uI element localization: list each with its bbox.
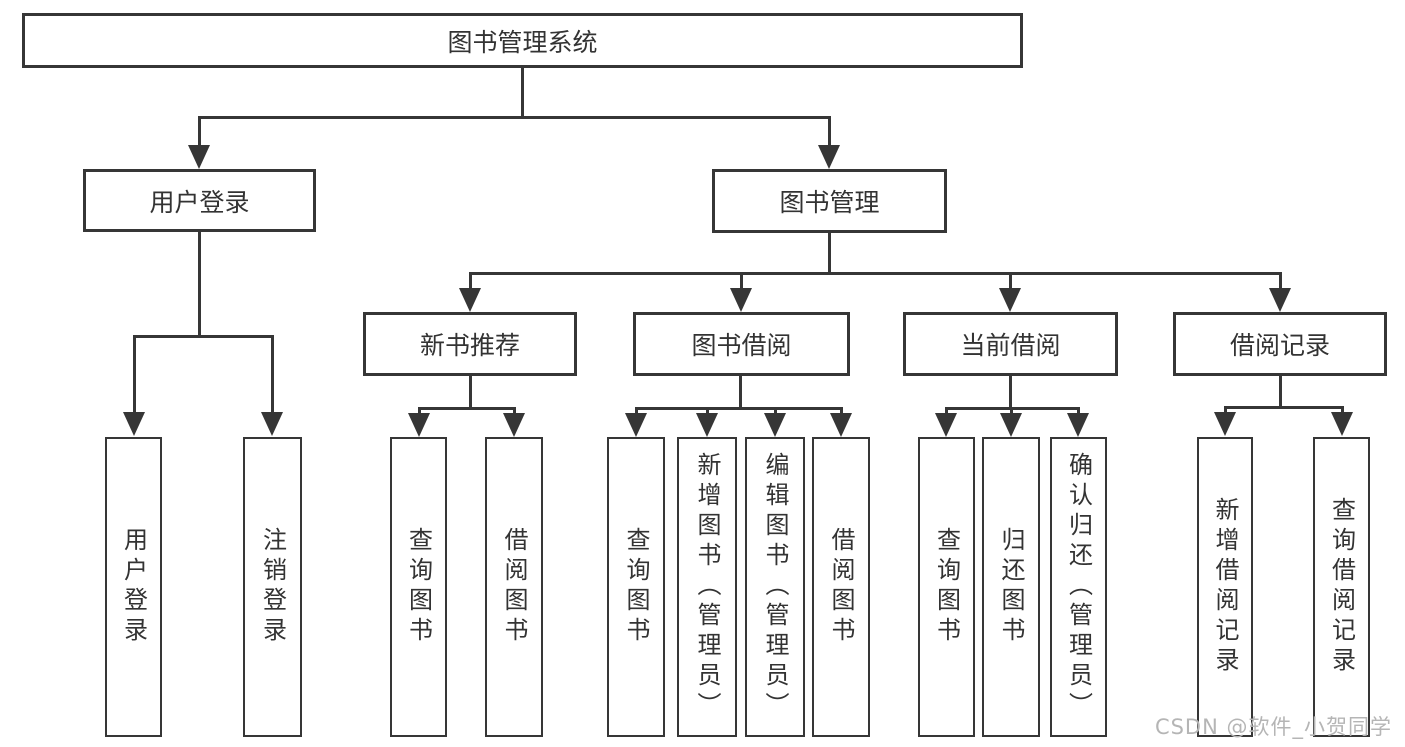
arrowhead (1214, 412, 1236, 436)
connector-line (1077, 407, 1080, 416)
leaf-borrow-books: 借阅图书 (812, 437, 870, 737)
arrowhead (696, 413, 718, 437)
node-new-book-recommend: 新书推荐 (363, 312, 577, 376)
connector-line (774, 407, 777, 416)
connector-line (740, 272, 743, 290)
connector-line (635, 407, 842, 410)
connector-line (635, 407, 638, 416)
arrowhead (503, 413, 525, 437)
arrowhead (935, 413, 957, 437)
connector-line (133, 335, 274, 338)
arrowhead (1067, 413, 1089, 437)
leaf-add-borrow-record: 新增借阅记录 (1197, 437, 1253, 737)
connector-line (828, 116, 831, 146)
arrowhead (1000, 413, 1022, 437)
connector-line (1224, 406, 1343, 409)
connector-line (1009, 272, 1012, 290)
leaf-confirm-return-admin: 确认归还（管理员） (1050, 437, 1107, 737)
node-book-management: 图书管理 (712, 169, 947, 233)
connector-line (418, 407, 421, 416)
connector-line (706, 407, 709, 416)
leaf-query-books-current: 查询图书 (918, 437, 975, 737)
leaf-logout: 注销登录 (243, 437, 302, 737)
node-current-borrowing: 当前借阅 (903, 312, 1118, 376)
arrowhead (188, 145, 210, 169)
connector-line (198, 116, 201, 146)
connector-line (418, 407, 515, 410)
arrowhead (408, 413, 430, 437)
connector-line (1224, 406, 1227, 415)
leaf-add-books-admin: 新增图书（管理员） (677, 437, 737, 737)
arrowhead (625, 413, 647, 437)
connector-line (469, 376, 472, 409)
connector-line (1009, 376, 1012, 409)
arrowhead (730, 288, 752, 312)
node-library-system: 图书管理系统 (22, 13, 1023, 68)
connector-line (198, 232, 201, 337)
leaf-query-books-recommend: 查询图书 (390, 437, 447, 737)
connector-line (271, 335, 274, 414)
connector-line (1341, 406, 1344, 415)
arrowhead (764, 413, 786, 437)
connector-line (198, 116, 830, 119)
connector-line (1010, 407, 1013, 416)
node-user-login: 用户登录 (83, 169, 316, 232)
connector-line (521, 68, 524, 118)
arrowhead (459, 288, 481, 312)
connector-line (133, 335, 136, 414)
connector-line (1279, 376, 1282, 408)
leaf-edit-books-admin: 编辑图书（管理员） (745, 437, 805, 737)
connector-line (840, 407, 843, 416)
arrowhead (999, 288, 1021, 312)
connector-line (945, 407, 948, 416)
arrowhead (123, 412, 145, 436)
arrowhead (261, 412, 283, 436)
arrowhead (1331, 412, 1353, 436)
connector-line (1279, 272, 1282, 290)
arrowhead (830, 413, 852, 437)
connector-line (469, 272, 1281, 275)
leaf-borrow-books-recommend: 借阅图书 (485, 437, 543, 737)
node-book-borrowing: 图书借阅 (633, 312, 850, 376)
leaf-query-borrow-record: 查询借阅记录 (1313, 437, 1370, 737)
leaf-query-books-borrow: 查询图书 (607, 437, 665, 737)
node-borrowing-records: 借阅记录 (1173, 312, 1387, 376)
watermark: CSDN @软件_小贺同学 (1154, 715, 1392, 739)
connector-line (739, 376, 742, 409)
leaf-user-login: 用户登录 (105, 437, 162, 737)
connector-line (828, 233, 831, 274)
connector-line (469, 272, 472, 290)
arrowhead (818, 145, 840, 169)
arrowhead (1269, 288, 1291, 312)
connector-line (513, 407, 516, 416)
leaf-return-books: 归还图书 (982, 437, 1040, 737)
